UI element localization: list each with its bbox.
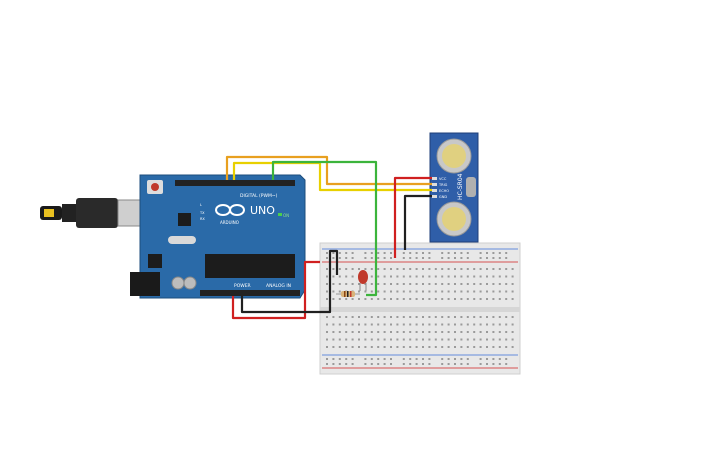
pin-trig-label: TRIG: [438, 183, 448, 187]
power-label: POWER: [234, 283, 251, 289]
arduino-uno-board[interactable]: UNO ARDUINO DIGITAL (PWM~) POWER ANALOG …: [130, 174, 306, 299]
sensor-pins: [432, 177, 437, 198]
pin-echo-label: ECHO: [439, 189, 449, 193]
usb-cable: [40, 198, 143, 228]
wire-black-gnd[interactable]: [240, 249, 339, 314]
digital-header: [175, 180, 295, 186]
pin-gnd-label: GND: [439, 195, 447, 199]
capacitor-1: [171, 276, 185, 290]
crystal: [168, 236, 196, 244]
breadboard-holes: [326, 252, 514, 365]
rx-label: RX: [200, 217, 205, 221]
board-label: UNO: [250, 204, 275, 217]
arduino-logo-icon: [215, 204, 245, 216]
wire-orange[interactable]: [225, 155, 432, 186]
wire-green[interactable]: [271, 160, 378, 297]
wire-black-sensor-gnd[interactable]: [403, 194, 432, 250]
power-analog-header: [200, 290, 300, 296]
transmitter-icon: [442, 144, 466, 168]
breadboard[interactable]: [319, 242, 521, 375]
receiver-icon: [442, 207, 466, 231]
wire-red-power[interactable]: [231, 260, 320, 320]
on-label: ON: [283, 213, 289, 218]
wire-red-vcc[interactable]: [393, 176, 432, 258]
brand-label: ARDUINO: [220, 220, 239, 225]
crystal-oscillator: [466, 177, 476, 197]
pin-vcc-label: VCC: [439, 177, 447, 181]
atmega-chip: [205, 254, 295, 278]
resistor[interactable]: [336, 291, 360, 297]
tx-label: TX: [199, 211, 205, 215]
regulator: [148, 254, 162, 268]
wires: [225, 155, 432, 320]
sensor-model-label: HC-SR04: [457, 173, 464, 200]
usb-chip: [178, 213, 191, 226]
digital-label: DIGITAL (PWM~): [240, 193, 278, 199]
ultrasonic-sensor[interactable]: VCC TRIG ECHO GND HC-SR04: [429, 132, 479, 243]
on-led: [278, 213, 282, 216]
capacitor-2: [183, 276, 197, 290]
red-led[interactable]: [358, 270, 368, 291]
l-label: L: [200, 203, 202, 207]
analog-label: ANALOG IN: [266, 283, 291, 289]
power-jack: [130, 272, 160, 296]
